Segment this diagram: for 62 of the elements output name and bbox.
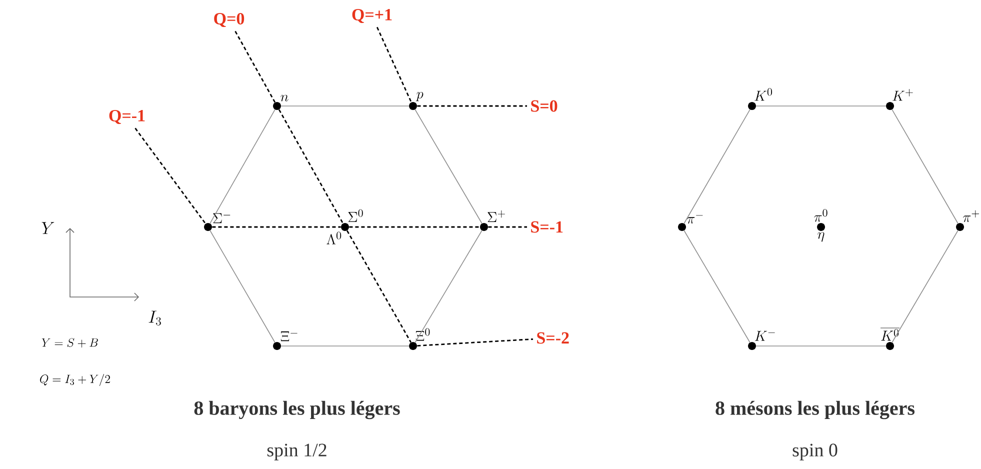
charge-label: Q=+1 (352, 9, 392, 24)
particle-point: $K^0$ (748, 88, 772, 110)
dashed-line (349, 226, 480, 228)
node-label: $K^+$ (892, 89, 913, 101)
node-label: $\pi^+$ (963, 210, 980, 222)
particle-point: $\Xi^0$ (409, 328, 430, 350)
particle-point: $\pi^+$ (956, 210, 980, 231)
dashed-line (346, 230, 412, 343)
node-label: $p$ (416, 92, 424, 102)
hexagon-side (684, 109, 750, 224)
particle-point: $\Sigma^0$ $\Lambda^0$ (326, 209, 363, 244)
node-label: $\eta$ (818, 232, 824, 242)
node-label: $K^-$ (754, 330, 775, 341)
node-label: $n$ (280, 94, 288, 102)
hexagon-side (414, 230, 482, 343)
caption: 8 baryons les plus légers (194, 400, 400, 420)
node-label: $\pi^0$ (814, 209, 828, 222)
charge-label: Q=0 (214, 12, 244, 28)
dashed-line (417, 105, 527, 107)
hexagon-side (210, 109, 276, 224)
particle-point: $\Xi^-$ (273, 331, 298, 350)
dashed-line (134, 128, 206, 224)
node-label: $\Sigma^-$ (213, 213, 230, 224)
hexagon-side (414, 109, 482, 224)
dashed-line (376, 26, 412, 102)
formula: $Y = S + B$ (42, 338, 98, 348)
dashed-line (417, 338, 534, 346)
node-label: $\Sigma^0$ (348, 209, 363, 222)
hexagon-side (892, 230, 958, 343)
node-label: $\Sigma^+$ (488, 210, 506, 222)
caption: 8 mésons les plus légers (716, 400, 915, 420)
node-label: $K^0$ (754, 88, 772, 101)
particle-point: $K^+$ (886, 89, 913, 110)
particle-point: $p$ (409, 92, 424, 110)
node-label: $\overline{K^0}$ (880, 328, 900, 341)
strangeness-label: S=-2 (537, 332, 569, 344)
subcaption: spin 0 (792, 444, 838, 460)
dashed-line (234, 30, 276, 103)
axis-label: $I_3$ (148, 310, 161, 326)
particle-point: $\Sigma^-$ (204, 213, 230, 231)
strangeness-label: S=0 (531, 100, 558, 112)
hexagon-side (892, 109, 958, 224)
subcaption: spin 1/2 (267, 444, 326, 460)
charge-label: Q=-1 (109, 110, 145, 124)
dashed-line (488, 226, 527, 228)
hexagon-side (210, 230, 276, 343)
strangeness-label: S=-1 (531, 221, 563, 233)
particle-point: $\overline{K^0}$ (880, 328, 900, 350)
particle-point: $K^-$ (748, 330, 775, 350)
hexagon-side (684, 230, 750, 343)
particle-point: $\pi^0$ $\eta$ (814, 209, 828, 242)
dashed-line (278, 109, 344, 224)
node-label: $\Xi^-$ (280, 331, 298, 342)
axis-label: $Y$ (42, 222, 54, 234)
formula: $Q = I_3 + Y/2$ (40, 374, 110, 386)
node-label: $\pi^-$ (687, 215, 703, 224)
node-label: $\Xi^0$ (416, 328, 430, 341)
particle-point: $\Sigma^+$ (480, 210, 506, 231)
particle-point: $\pi^-$ (678, 215, 703, 231)
node-label: $\Lambda^0$ (326, 232, 342, 244)
dashed-line (212, 226, 341, 228)
particle-point: $n$ (273, 94, 288, 110)
